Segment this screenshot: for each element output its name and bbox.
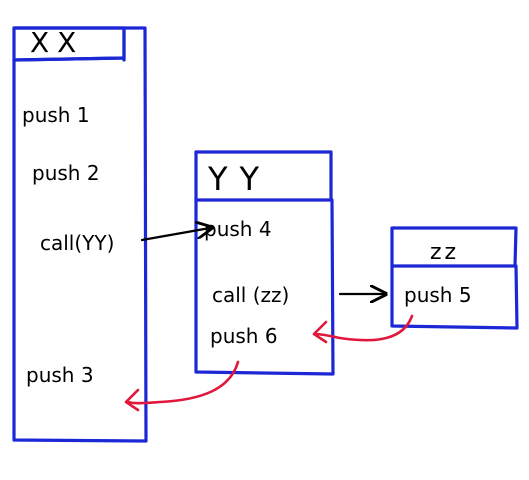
instruction-push-4: push 4 xyxy=(204,217,272,241)
return-arrow-zz-to-yy xyxy=(312,314,414,344)
instruction-call-zz: call (zz) xyxy=(212,283,289,307)
instruction-push-1: push 1 xyxy=(22,103,90,127)
function-box-zz: zz push 5 xyxy=(390,226,519,330)
function-box-xx: XX push 1 push 2 call(YY) push 3 xyxy=(12,26,148,443)
box-title-xx: XX xyxy=(30,26,84,59)
function-box-yy: YY push 4 call (zz) push 6 xyxy=(194,150,335,376)
instruction-push-2: push 2 xyxy=(32,161,100,185)
call-arrow-xx-to-yy xyxy=(140,228,210,242)
box-title-yy: YY xyxy=(207,160,271,198)
box-title-zz: zz xyxy=(430,240,459,265)
instruction-push-5: push 5 xyxy=(404,283,472,307)
return-arrow-yy-to-xx xyxy=(124,360,240,412)
instruction-push-6: push 6 xyxy=(210,324,278,348)
instruction-call-yy: call(YY) xyxy=(40,231,114,255)
instruction-push-3: push 3 xyxy=(26,363,94,387)
